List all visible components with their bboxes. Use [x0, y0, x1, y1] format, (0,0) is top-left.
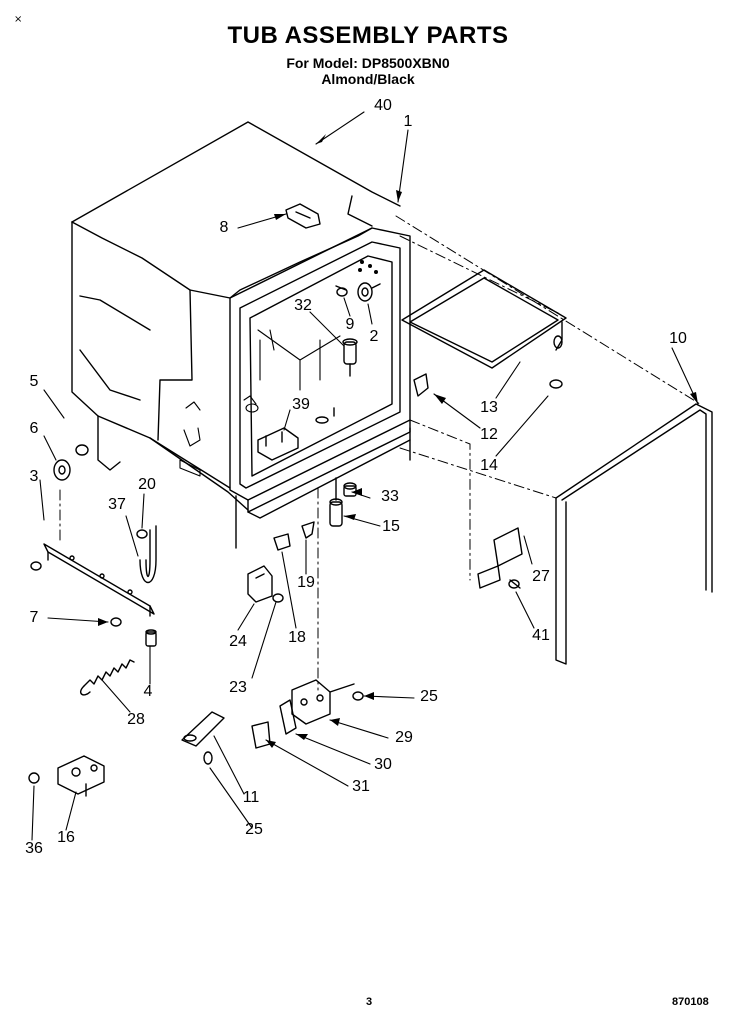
part-24-block [247, 565, 273, 603]
callout-10: 10 [669, 330, 687, 347]
callout-41: 41 [532, 627, 550, 644]
part-8-clip [285, 203, 321, 229]
callout-5: 5 [29, 373, 39, 390]
part-25-screw-a [352, 691, 364, 701]
callout-9: 9 [345, 316, 355, 333]
part-23-screw [272, 593, 284, 603]
callout-3: 3 [29, 468, 39, 485]
callout-13: 13 [480, 399, 498, 416]
callout-23: 23 [229, 679, 247, 696]
part-39-bracket [257, 407, 335, 461]
callout-39: 39 [292, 396, 310, 413]
part-30-lever [279, 699, 297, 735]
tub-body [71, 121, 401, 511]
callout-18: 18 [288, 629, 306, 646]
part-11-hinge [181, 711, 225, 747]
callout-25-b: 25 [245, 821, 263, 838]
part-31-plate [251, 721, 271, 749]
tub-interior [179, 329, 341, 477]
tub-front-frame [229, 227, 411, 549]
part-29-latch [291, 679, 355, 725]
callout-36: 36 [25, 840, 43, 857]
callout-32: 32 [294, 297, 312, 314]
callout-20: 20 [138, 476, 156, 493]
page-number: 3 [366, 996, 373, 1008]
callout-31: 31 [352, 778, 370, 795]
callout-1: 1 [403, 113, 413, 130]
guide-lines [59, 215, 701, 691]
callout-30: 30 [374, 756, 392, 773]
page-title: TUB ASSEMBLY PARTS [227, 22, 509, 49]
callout-33: 33 [381, 488, 399, 505]
arrowheads [98, 134, 698, 748]
part-6-bumper [53, 459, 71, 481]
callout-11: 11 [242, 789, 260, 806]
part-36-screw [28, 772, 40, 784]
corner-mark: × [14, 14, 23, 25]
part-3-bracket [43, 543, 155, 617]
part-10-gasket [555, 403, 713, 665]
color-line: Almond/Black [321, 71, 415, 87]
part-5-screw [75, 444, 89, 456]
callout-14: 14 [480, 457, 498, 474]
callout-28: 28 [127, 711, 145, 728]
callout-27: 27 [532, 568, 550, 585]
part-7-screw [30, 561, 122, 627]
part-27-bracket [477, 527, 523, 589]
callout-40: 40 [374, 97, 392, 114]
callout-24: 24 [229, 633, 247, 650]
callout-19: 19 [297, 574, 315, 591]
model-line: For Model: DP8500XBN0 [286, 55, 450, 71]
callout-16: 16 [57, 829, 75, 846]
part-25-screw-b [203, 751, 213, 765]
part-37-hose [136, 525, 157, 583]
part-15-standoff [329, 477, 343, 527]
doc-code: 870108 [672, 996, 709, 1008]
part-4-leg [145, 629, 157, 647]
part-2-grommet [357, 282, 381, 302]
callout-29: 29 [395, 729, 413, 746]
part-12-clip [413, 373, 429, 397]
part-28-spring [80, 659, 135, 696]
callout-12: 12 [480, 426, 498, 443]
part-13-frame [401, 269, 567, 389]
callout-7: 7 [29, 609, 39, 626]
dots [358, 260, 378, 274]
callout-37: 37 [108, 496, 126, 513]
part-19-screw [301, 521, 315, 539]
part-33-nut [343, 482, 357, 497]
part-9-screw [335, 285, 348, 297]
part-18-clip [273, 533, 291, 551]
callout-8: 8 [219, 219, 229, 236]
callout-2: 2 [369, 328, 379, 345]
callout-6: 6 [29, 420, 39, 437]
part-41-screw [508, 579, 521, 589]
callout-15: 15 [382, 518, 400, 535]
part-32-vent [342, 338, 358, 377]
part-16-hinge [57, 755, 105, 797]
callout-4: 4 [143, 683, 153, 700]
callout-25-a: 25 [420, 688, 438, 705]
